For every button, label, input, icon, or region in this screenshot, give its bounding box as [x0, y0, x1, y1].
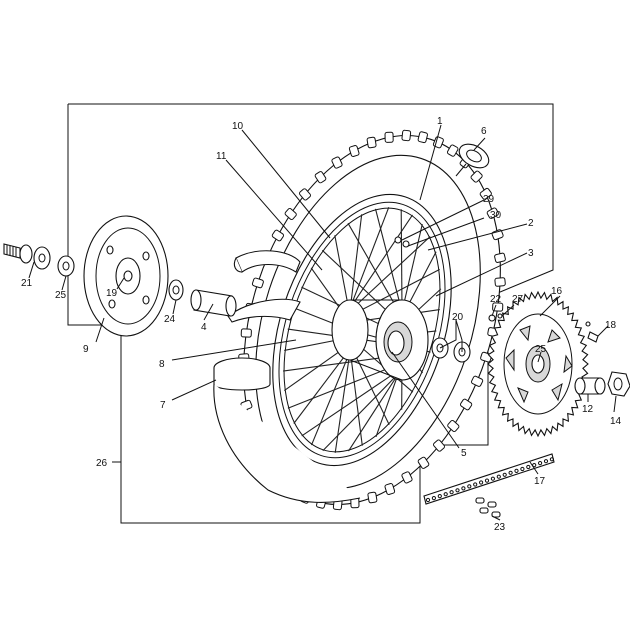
tread-block — [418, 131, 428, 143]
tread-block — [494, 253, 506, 263]
tread-block — [385, 132, 393, 142]
tread-block — [241, 329, 251, 337]
axle-nut — [608, 372, 630, 396]
callout-6: 6 — [481, 126, 487, 137]
chain-master-link — [476, 498, 500, 517]
callout-27: 27 — [512, 294, 524, 305]
callout-21: 21 — [21, 278, 33, 289]
callout-3: 3 — [528, 248, 534, 259]
callout-24: 24 — [164, 314, 176, 325]
callout-25-sprocket: 25 — [535, 344, 547, 355]
callout-8: 8 — [159, 359, 165, 370]
tread-block — [402, 130, 411, 141]
callout-12: 12 — [582, 404, 594, 415]
bearing-left — [169, 280, 183, 300]
tread-block — [367, 137, 377, 148]
callout-16: 16 — [551, 286, 563, 297]
callout-4: 4 — [201, 322, 207, 333]
callout-5: 5 — [461, 448, 467, 459]
callout-17: 17 — [534, 476, 546, 487]
callout-22: 22 — [490, 294, 502, 305]
callout-23: 23 — [494, 522, 506, 533]
callout-9: 9 — [83, 344, 89, 355]
axle-bolt — [4, 244, 50, 269]
callout-30: 30 — [490, 210, 502, 221]
valve-cap — [455, 139, 493, 176]
sprocket — [488, 292, 588, 436]
spacer-right — [575, 378, 605, 394]
washer-left — [58, 256, 74, 276]
callout-26: 26 — [96, 458, 108, 469]
callout-19: 19 — [106, 288, 118, 299]
callout-2: 2 — [528, 218, 534, 229]
tread-block — [495, 278, 506, 287]
callout-18: 18 — [605, 320, 617, 331]
callout-11: 11 — [216, 151, 227, 162]
callout-1: 1 — [437, 116, 443, 127]
callout-14: 14 — [610, 416, 622, 427]
brake-disc — [84, 216, 168, 336]
callout-29: 29 — [483, 194, 495, 205]
callout-25-left: 25 — [55, 290, 67, 301]
tread-block — [368, 492, 378, 503]
spacer-tube — [191, 290, 236, 316]
callout-10: 10 — [232, 121, 244, 132]
callout-7: 7 — [160, 400, 166, 411]
callout-20: 20 — [452, 312, 464, 323]
